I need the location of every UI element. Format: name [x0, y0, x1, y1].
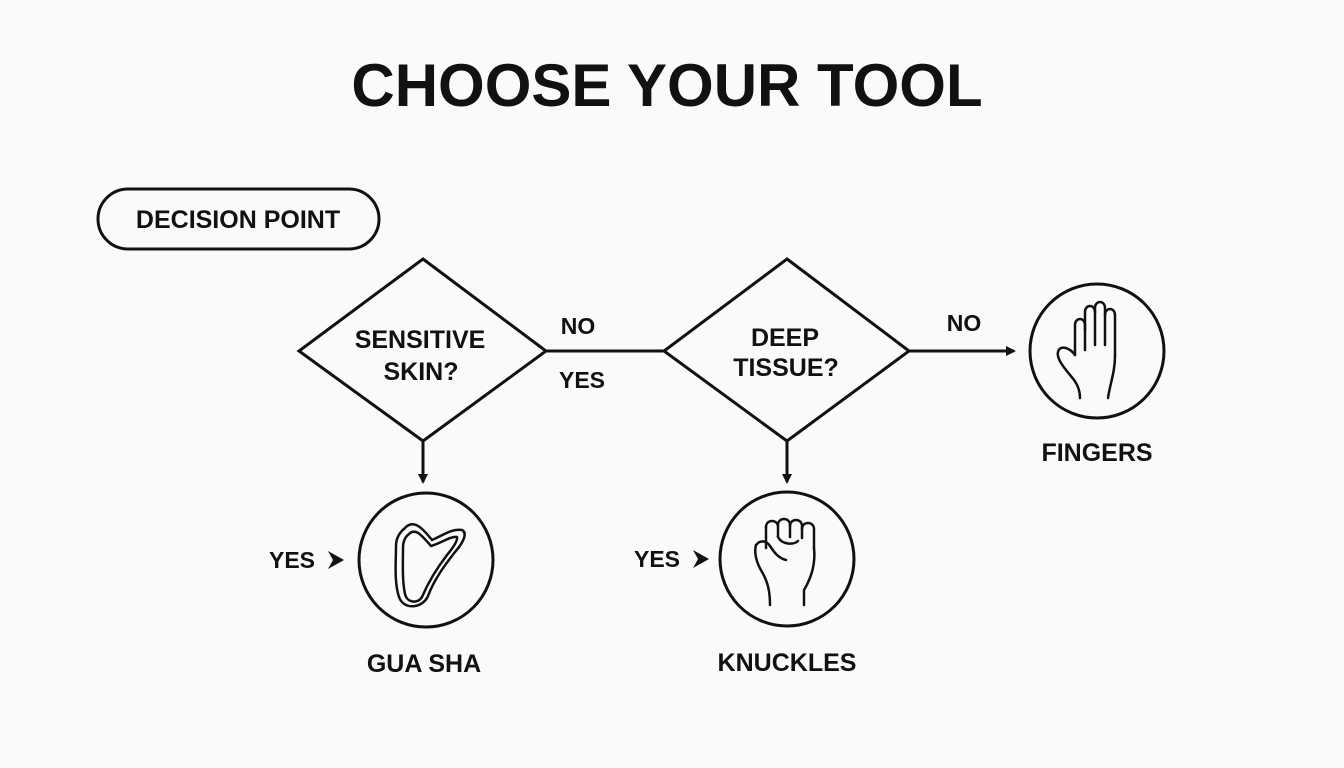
- decision-deep-line1: DEEP: [751, 324, 819, 352]
- outcome-knuckles-circle: [718, 490, 856, 628]
- edge-label-sensitive-yes: YES: [269, 547, 315, 573]
- page-title: CHOOSE YOUR TOOL: [351, 52, 982, 119]
- edge-label-deep-yes: YES: [634, 546, 680, 572]
- yes-arrow-knuckles: [693, 550, 709, 568]
- edge-label-sensitive-no: NO: [561, 313, 596, 339]
- open-hand-icon: [1056, 300, 1117, 400]
- yes-arrow-gua-sha: [328, 551, 344, 569]
- legend-pill: [96, 187, 381, 251]
- decision-sensitive-line2: SKIN?: [384, 358, 459, 386]
- decision-deep-line2: TISSUE?: [733, 354, 839, 382]
- outcome-gua-sha-circle: [357, 491, 495, 629]
- outcome-fingers-label: FINGERS: [1041, 439, 1152, 467]
- outcome-fingers-circle: [1028, 282, 1166, 420]
- outcome-knuckles-label: KNUCKLES: [718, 649, 857, 677]
- legend-label: DECISION POINT: [136, 206, 340, 234]
- gua-sha-stone-icon: [394, 523, 466, 608]
- edge-label-deep-no: NO: [947, 310, 982, 336]
- outcome-gua-sha-label: GUA SHA: [367, 650, 481, 678]
- decision-sensitive-line1: SENSITIVE: [355, 326, 486, 354]
- fist-icon: [754, 517, 816, 607]
- edge-label-sensitive-yes-right: YES: [559, 367, 605, 393]
